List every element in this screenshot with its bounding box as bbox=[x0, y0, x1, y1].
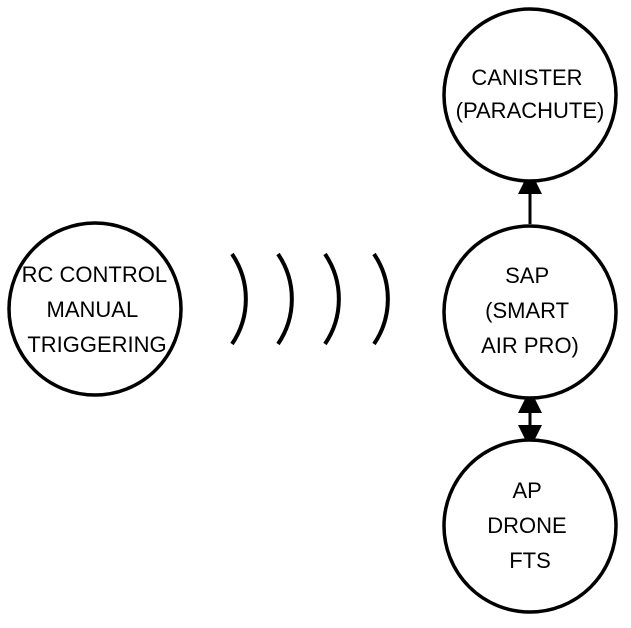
rc-control-label-line-1: RC CONTROL bbox=[22, 262, 167, 287]
sap-node-label: SAP (SMART AIR PRO) bbox=[481, 263, 579, 358]
sap-label-line-2: (SMART bbox=[485, 298, 569, 323]
signal-arc-3 bbox=[323, 252, 341, 346]
sap-node-circle bbox=[442, 224, 618, 400]
ap-drone-label-line-1: AP bbox=[512, 478, 541, 503]
signal-arc-1 bbox=[230, 252, 248, 346]
canister-node: CANISTER (PARACHUTE) bbox=[442, 7, 618, 183]
ap-drone-label-line-2: DRONE bbox=[487, 513, 566, 538]
signal-arc-2 bbox=[276, 252, 294, 346]
sap-label-line-3: AIR PRO) bbox=[481, 333, 579, 358]
rc-control-label-line-3: TRIGGERING bbox=[27, 332, 166, 357]
sap-label-line-1: SAP bbox=[505, 263, 549, 288]
rc-control-node-label: RC CONTROL MANUAL TRIGGERING bbox=[22, 262, 173, 357]
canister-label-line-2: (PARACHUTE) bbox=[456, 98, 605, 123]
wireless-signal-icon bbox=[230, 252, 390, 346]
ap-drone-node-circle bbox=[442, 438, 618, 614]
sap-node: SAP (SMART AIR PRO) bbox=[442, 224, 618, 400]
canister-label-line-1: CANISTER bbox=[471, 65, 582, 90]
ap-drone-label-line-3: FTS bbox=[509, 548, 551, 573]
rc-control-node-circle bbox=[7, 221, 183, 397]
rc-control-label-line-2: MANUAL bbox=[47, 297, 138, 322]
ap-drone-node: AP DRONE FTS bbox=[442, 438, 618, 614]
ap-drone-node-label: AP DRONE FTS bbox=[487, 478, 573, 573]
canister-node-circle bbox=[442, 7, 618, 183]
rc-control-node: RC CONTROL MANUAL TRIGGERING bbox=[7, 221, 183, 397]
canister-node-label: CANISTER (PARACHUTE) bbox=[456, 65, 605, 123]
signal-arc-4 bbox=[372, 252, 390, 346]
